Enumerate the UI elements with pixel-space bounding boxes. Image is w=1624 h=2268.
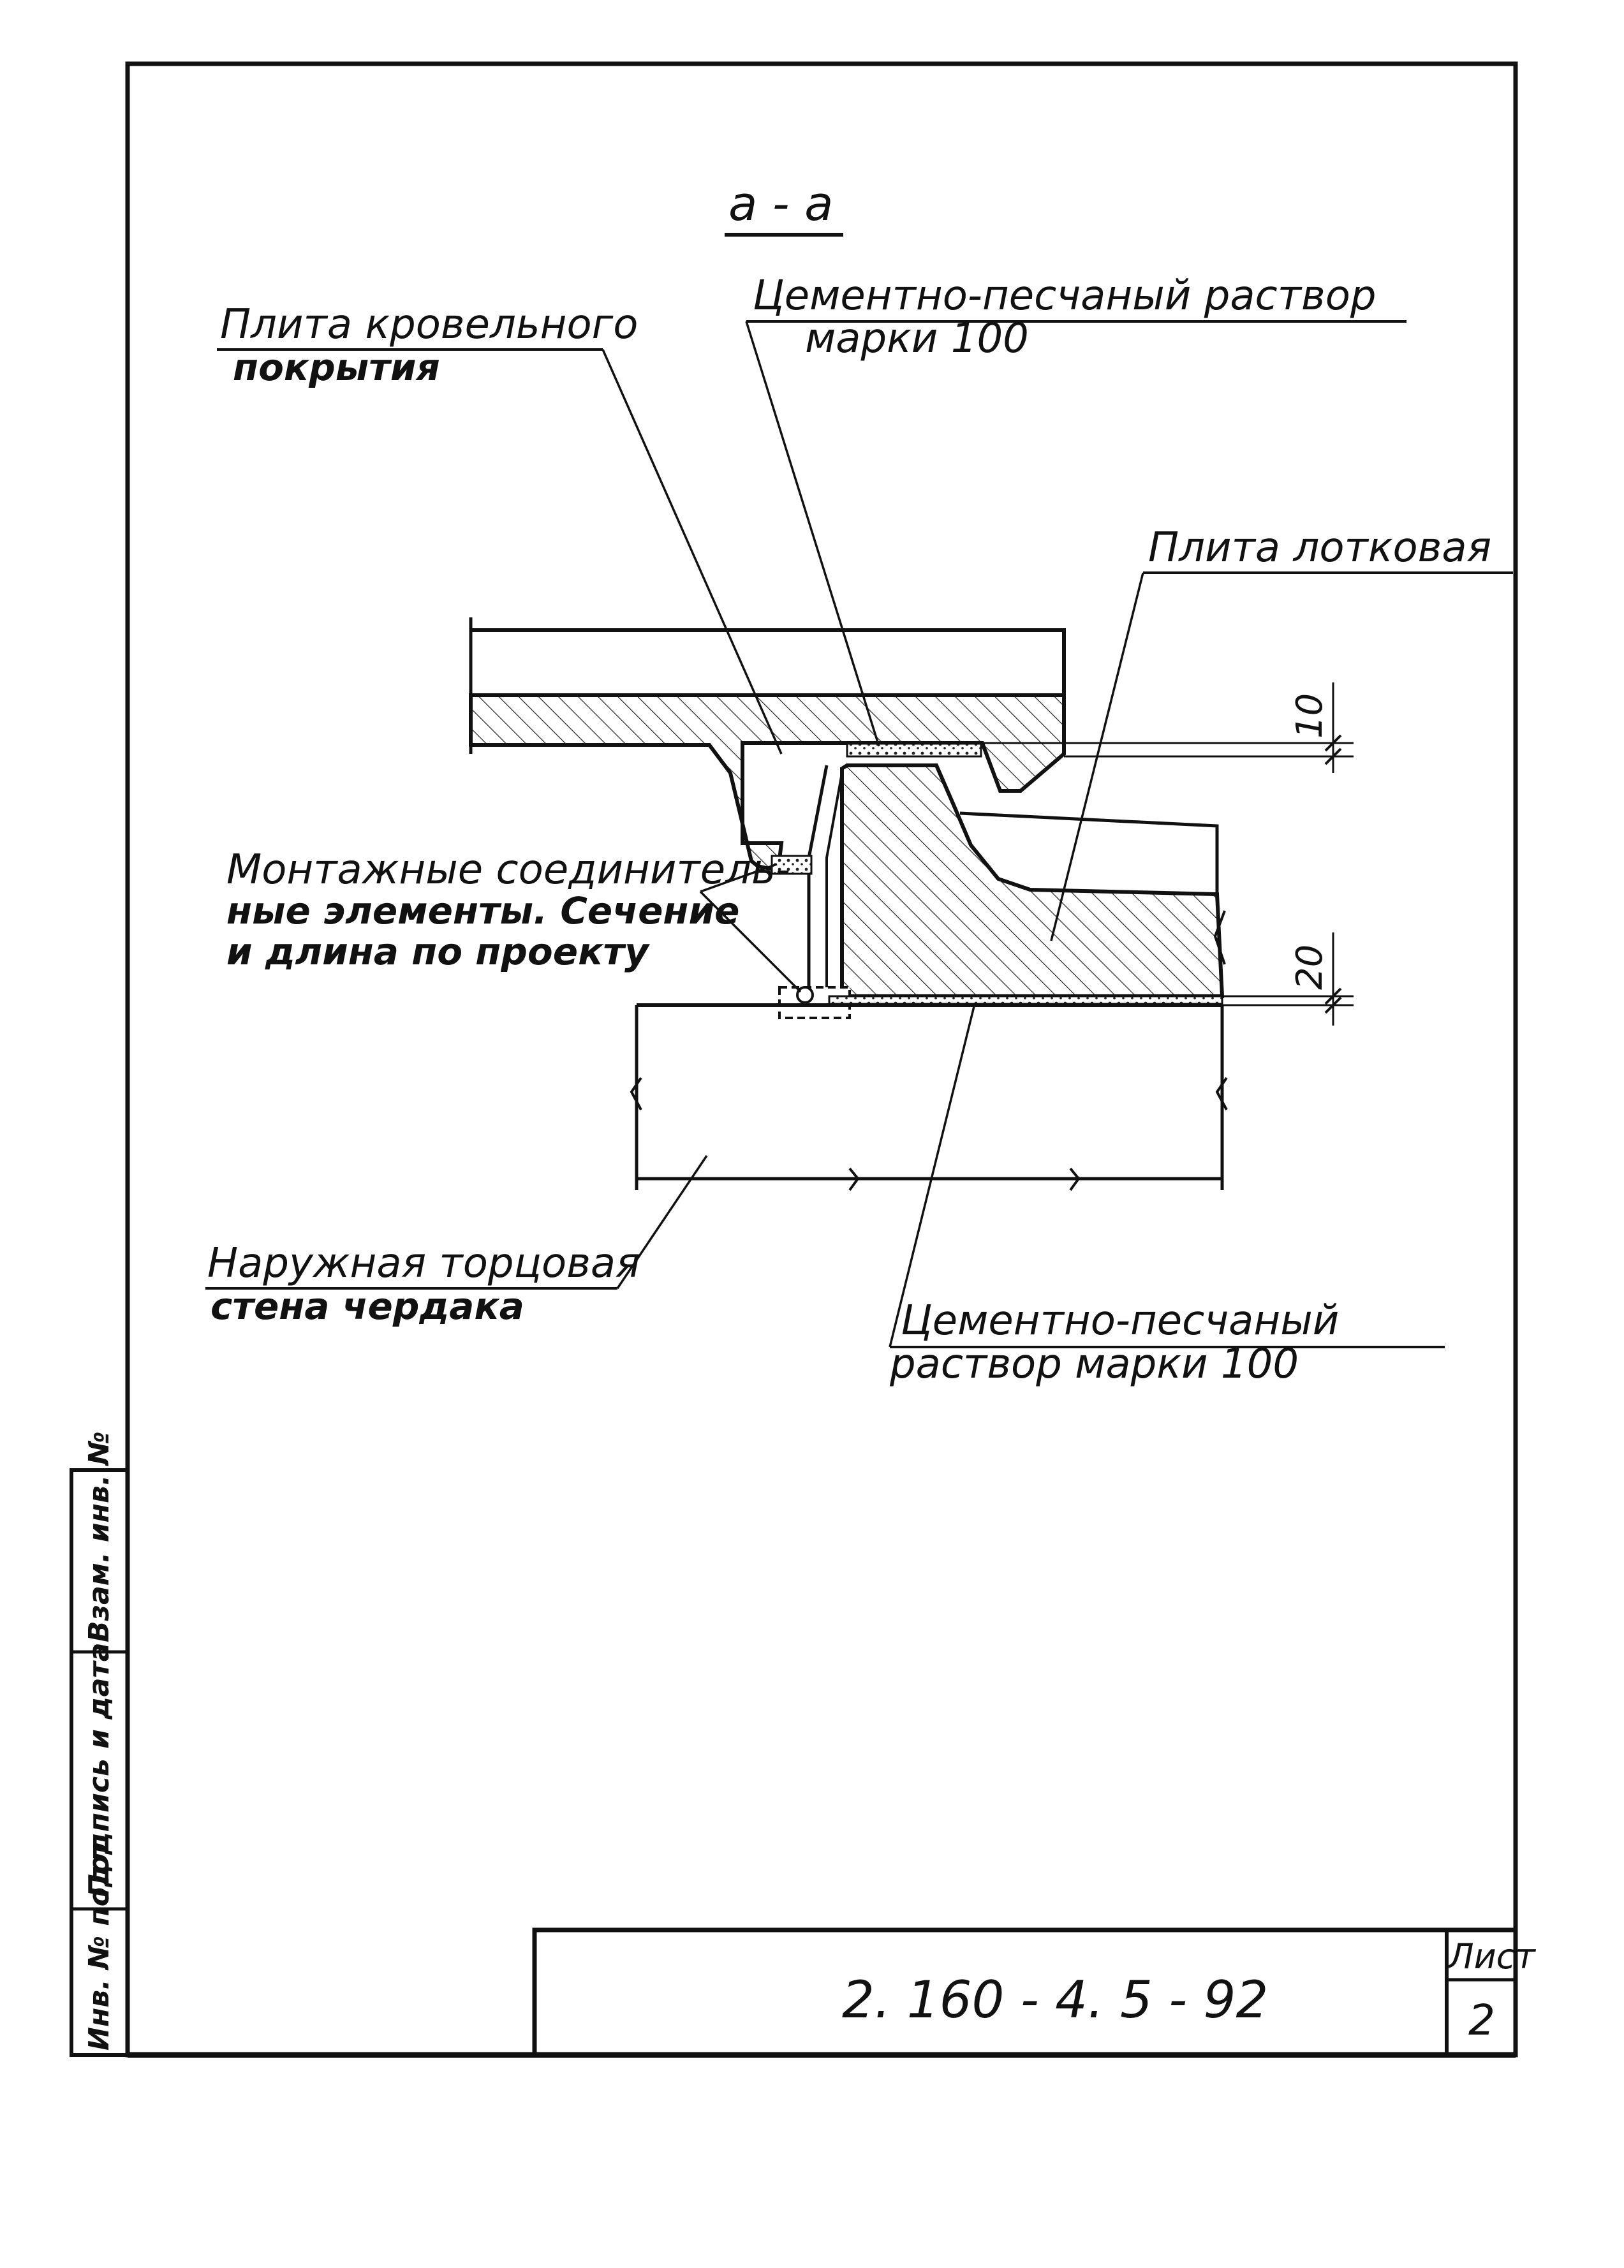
label-mortar-top: Цементно-песчаный раствор марки 100	[745, 272, 1406, 747]
drawing-code: 2. 160 - 4. 5 - 92	[842, 1970, 1268, 2029]
connector-elements	[771, 765, 851, 1019]
label-tray-slab: Плита лотковая	[1050, 524, 1513, 941]
dimension-10-text: 10	[1289, 693, 1331, 739]
sheet-label: Лист	[1447, 1936, 1536, 1977]
label-end-wall: Наружная торцовая стена чердака	[205, 1155, 708, 1328]
label-roof-slab-line2: покрытия	[233, 346, 440, 389]
dimension-20-text: 20	[1289, 945, 1331, 990]
label-connectors: Монтажные соединитель- ные элементы. Сеч…	[226, 846, 802, 993]
label-mortar-bottom-line1: Цементно-песчаный	[901, 1297, 1339, 1344]
label-connectors-line2: ные элементы. Сечение	[226, 889, 739, 932]
stamp-inv-no: Инв. № подл	[83, 1844, 115, 2051]
label-end-wall-line1: Наружная торцовая	[207, 1240, 640, 1287]
side-stamp: Инв. № подл Подпись и дата Взам. инв. №	[70, 1431, 129, 2057]
label-tray-slab-text: Плита лотковая	[1148, 524, 1491, 571]
label-mortar-top-line2: марки 100	[805, 315, 1029, 362]
label-mortar-top-line1: Цементно-песчаный раствор	[753, 272, 1377, 320]
end-wall	[630, 1003, 1228, 1191]
mortar-bottom-joint	[828, 995, 1223, 1005]
label-connectors-line1: Монтажные соединитель-	[226, 846, 790, 894]
label-mortar-bottom: Цементно-песчаный раствор марки 100	[889, 1003, 1445, 1388]
roof-slab	[469, 617, 1066, 873]
mortar-top-joint	[846, 742, 982, 758]
sheet-number: 2	[1468, 1996, 1495, 2045]
stamp-sign-date: Подпись и дата	[83, 1642, 115, 1897]
label-end-wall-line2: стена чердака	[210, 1285, 524, 1328]
dimension-20: 20	[1222, 932, 1354, 1026]
section-title: а - а	[725, 177, 843, 237]
label-roof-slab-line1: Плита кровельного	[220, 301, 638, 348]
section-title-text: а - а	[728, 177, 833, 232]
label-mortar-bottom-line2: раствор марки 100	[889, 1341, 1299, 1388]
label-roof-slab: Плита кровельного покрытия	[217, 301, 783, 755]
stamp-replace-inv: Взам. инв. №	[83, 1431, 115, 1642]
label-connectors-line3: и длина по проекту	[226, 930, 650, 973]
dimension-10: 10	[982, 682, 1354, 773]
title-block: 2. 160 - 4. 5 - 92 Лист 2	[532, 1927, 1536, 2058]
tray-slab	[840, 763, 1226, 998]
